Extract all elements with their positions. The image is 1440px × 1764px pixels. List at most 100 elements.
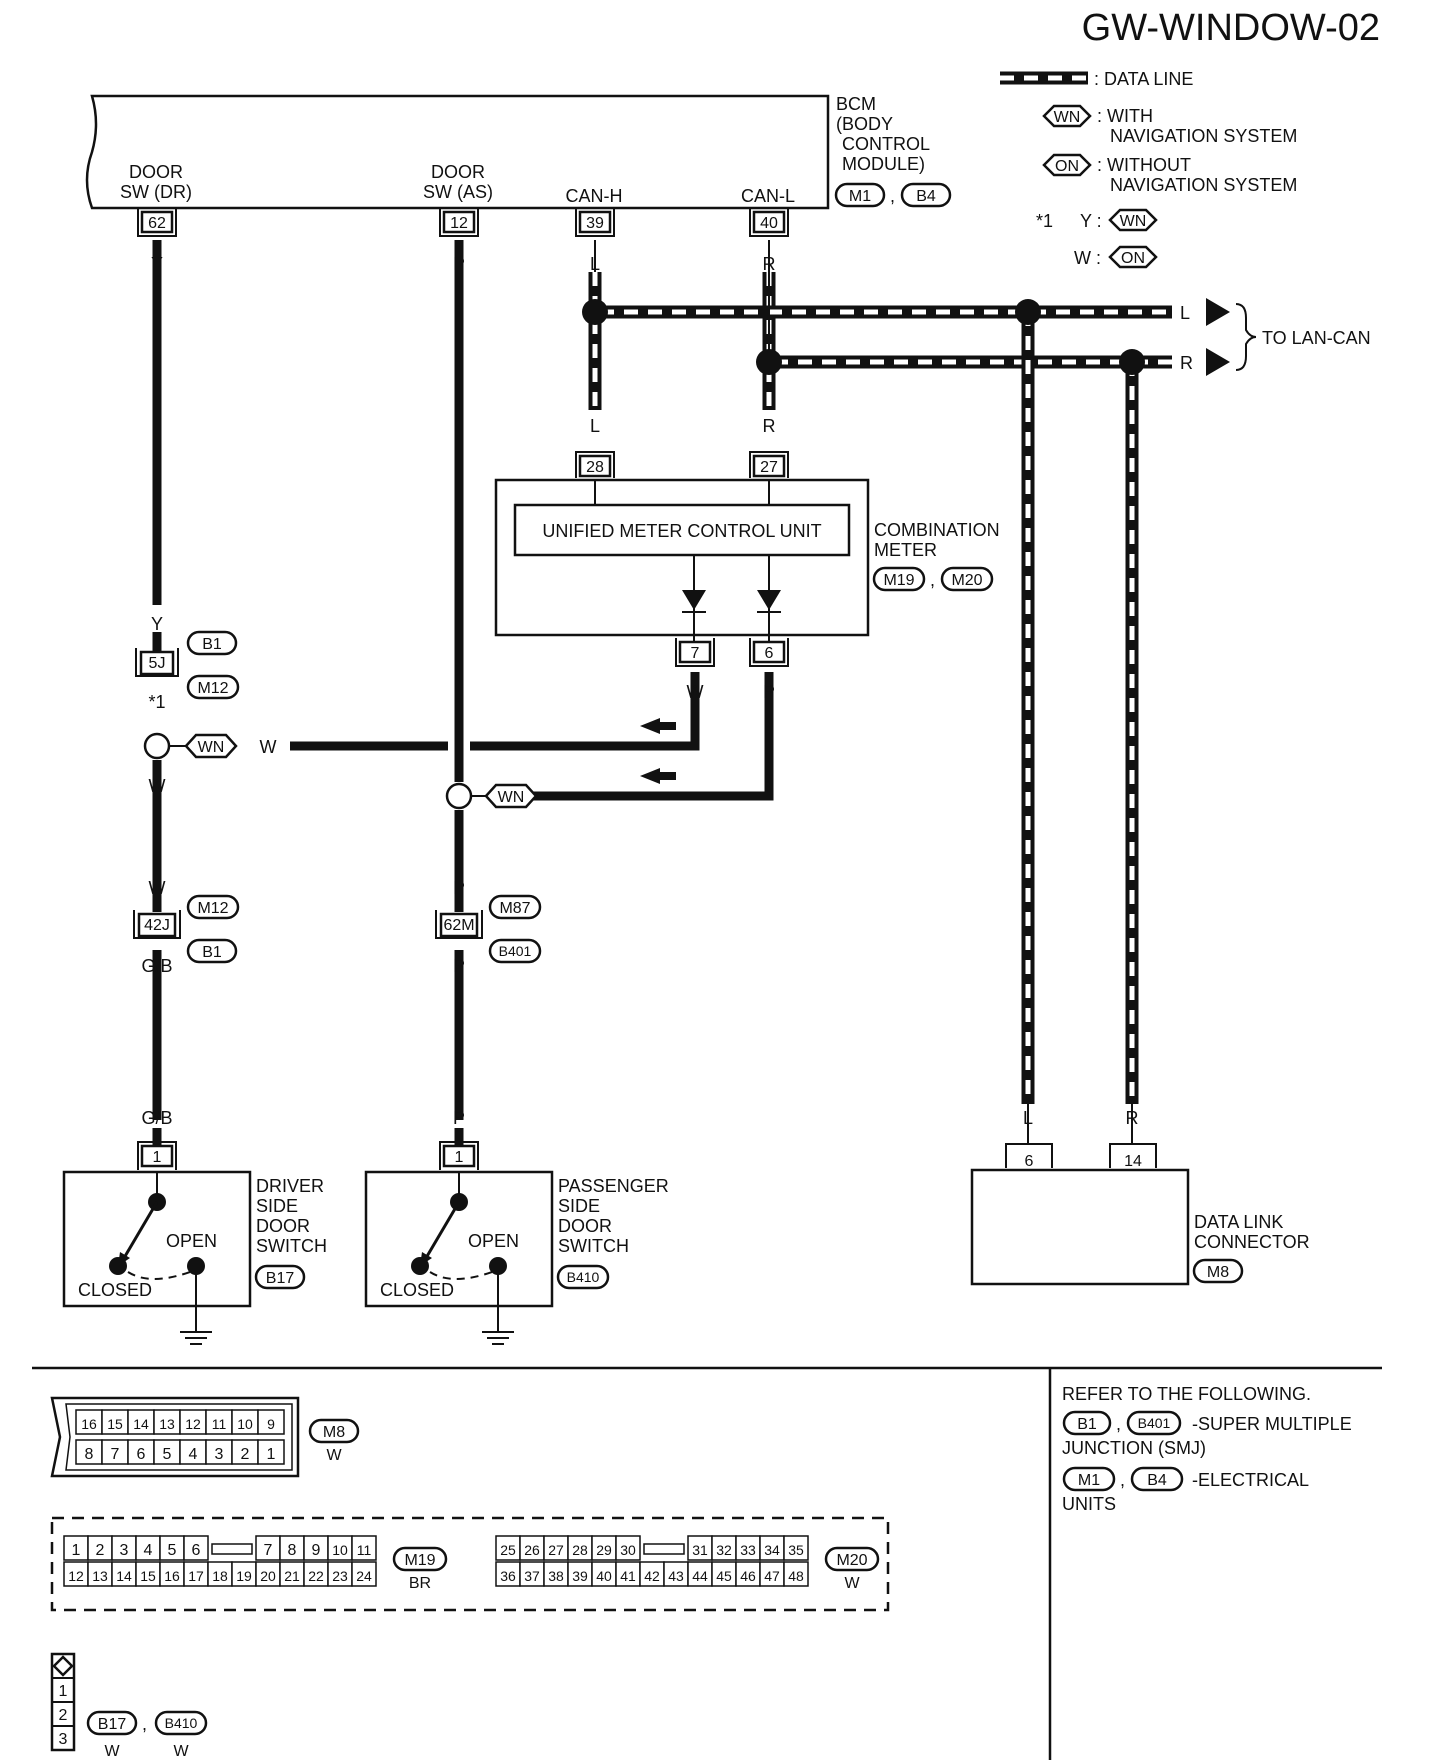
pin-cell bbox=[759, 1561, 785, 1587]
diagram-title: GW-WINDOW-02 bbox=[1082, 7, 1380, 49]
svg-text:SIDE: SIDE bbox=[558, 1196, 600, 1216]
svg-text:M8: M8 bbox=[323, 1424, 345, 1441]
pin-cell bbox=[159, 1561, 185, 1587]
pin-number: 8 bbox=[288, 1542, 297, 1559]
pin-label-can-h: CAN-H bbox=[566, 186, 623, 206]
pin-number: 6 bbox=[137, 1446, 146, 1463]
legend-on-tag: ON bbox=[1042, 153, 1092, 177]
svg-text:BR: BR bbox=[409, 1575, 431, 1592]
bcm-label-4: MODULE) bbox=[842, 154, 925, 174]
pin-number: 4 bbox=[189, 1446, 198, 1463]
pin-cell bbox=[183, 1561, 209, 1587]
svg-text:,: , bbox=[1116, 1414, 1121, 1434]
wire-label-p-bottom: P bbox=[453, 1108, 465, 1128]
svg-text:,: , bbox=[142, 1714, 147, 1734]
meter-name-1: COMBINATION bbox=[874, 520, 1000, 540]
data-link-m8-tag: M8 bbox=[1192, 1258, 1244, 1284]
junction-b1-tag-2: B1 bbox=[186, 938, 238, 964]
pin-number: 5 bbox=[163, 1446, 172, 1463]
pin-number: 11 bbox=[357, 1542, 372, 1558]
svg-text:28: 28 bbox=[586, 459, 604, 476]
pin-number: 1 bbox=[267, 1446, 276, 1463]
pin-number: 21 bbox=[284, 1568, 300, 1584]
svg-text:62: 62 bbox=[148, 215, 166, 232]
pin-cell bbox=[135, 1535, 161, 1561]
svg-text:M19: M19 bbox=[883, 572, 914, 589]
legend-wn-tag: WN bbox=[1042, 104, 1092, 128]
connector-face-switch: B17 , B410 W W 123 bbox=[50, 1652, 208, 1760]
pin-cell bbox=[519, 1535, 545, 1561]
pin-cell bbox=[231, 1439, 259, 1465]
legend-data-line-label: : DATA LINE bbox=[1094, 69, 1193, 89]
wire-label-y-5j: Y bbox=[151, 614, 163, 634]
pin-cell bbox=[179, 1439, 207, 1465]
legend-star-w: W : bbox=[1074, 248, 1101, 268]
svg-text:6: 6 bbox=[765, 645, 774, 662]
legend-on-line2: NAVIGATION SYSTEM bbox=[1110, 175, 1297, 195]
pin-number: 15 bbox=[140, 1568, 156, 1584]
svg-text:M1: M1 bbox=[849, 188, 871, 205]
pin-number: 27 bbox=[548, 1542, 564, 1558]
svg-text:M20: M20 bbox=[836, 1552, 867, 1569]
wire-label-w-wn: W bbox=[260, 737, 277, 757]
pin-number: 20 bbox=[260, 1568, 276, 1584]
svg-text:B17: B17 bbox=[98, 1716, 127, 1733]
svg-text:M12: M12 bbox=[197, 680, 228, 697]
svg-text:B401: B401 bbox=[499, 943, 532, 959]
junction-42j: 42J bbox=[133, 910, 181, 939]
svg-text:JUNCTION (SMJ): JUNCTION (SMJ) bbox=[1062, 1438, 1206, 1458]
pin-number: 38 bbox=[548, 1568, 564, 1584]
bcm-pin-12: 12 bbox=[439, 208, 479, 237]
wire-label-l-meter: L bbox=[590, 416, 600, 436]
pin-number: 19 bbox=[236, 1568, 252, 1584]
junction-5j: 5J bbox=[135, 648, 179, 677]
pin-cell bbox=[153, 1409, 181, 1435]
wire-label-gb: G/B bbox=[141, 956, 172, 976]
bcm-label-3: CONTROL bbox=[842, 134, 930, 154]
svg-text:M12: M12 bbox=[197, 900, 228, 917]
data-link-connector: L R 6 14 DATA LINK CONNECTOR M8 bbox=[970, 1104, 1310, 1286]
pin-number: 2 bbox=[59, 1707, 68, 1724]
passenger-switch-b410-tag: B410 bbox=[556, 1264, 610, 1290]
driver-door-switch: 1 OPEN CLOSED DRIVER SIDE DOOR SWITCH B1… bbox=[62, 1128, 327, 1345]
pin-number: 6 bbox=[192, 1542, 201, 1559]
pin-label-door-dr-1: DOOR bbox=[129, 162, 183, 182]
svg-text:WN: WN bbox=[498, 789, 525, 806]
pin-number: 28 bbox=[572, 1542, 588, 1558]
pin-number: 10 bbox=[237, 1416, 253, 1432]
pin-number: 33 bbox=[740, 1542, 756, 1558]
connector-key bbox=[643, 1543, 685, 1555]
legend-on-line1: : WITHOUT bbox=[1097, 155, 1191, 175]
pin-cell bbox=[351, 1561, 377, 1587]
meter-name-2: METER bbox=[874, 540, 937, 560]
pin-number: 13 bbox=[159, 1416, 175, 1432]
svg-text:39: 39 bbox=[586, 215, 604, 232]
svg-text:27: 27 bbox=[760, 459, 778, 476]
pin-cell bbox=[179, 1409, 207, 1435]
svg-text:B17: B17 bbox=[266, 1270, 295, 1287]
bcm-pin-39: 39 bbox=[575, 208, 615, 237]
meter-unit-label: UNIFIED METER CONTROL UNIT bbox=[542, 521, 821, 541]
pin-number: 25 bbox=[500, 1542, 516, 1558]
pin-cell bbox=[111, 1561, 137, 1587]
pin-number: 36 bbox=[500, 1568, 516, 1584]
svg-text:UNITS: UNITS bbox=[1062, 1494, 1116, 1514]
switch-closed-label: CLOSED bbox=[78, 1280, 152, 1300]
wn-tag-driver: WN bbox=[184, 733, 238, 759]
b17-tag: B17 bbox=[86, 1710, 138, 1736]
wire-label-r-meter: R bbox=[763, 416, 776, 436]
svg-text:DRIVER: DRIVER bbox=[256, 1176, 324, 1196]
wn-splice-passenger bbox=[445, 782, 473, 810]
pin-cell bbox=[327, 1535, 353, 1561]
junction-b1-tag: B1 bbox=[186, 630, 238, 656]
svg-text:WN: WN bbox=[198, 739, 225, 756]
pin-number: 17 bbox=[188, 1568, 204, 1584]
pin-number: 44 bbox=[692, 1568, 708, 1584]
pin-cell bbox=[75, 1439, 103, 1465]
solid-wires bbox=[152, 240, 774, 1120]
pin-cell bbox=[231, 1409, 259, 1435]
svg-text:-ELECTRICAL: -ELECTRICAL bbox=[1192, 1470, 1309, 1490]
pin-number: 24 bbox=[356, 1568, 372, 1584]
switch-closed-label: CLOSED bbox=[380, 1280, 454, 1300]
pin-label-door-as-1: DOOR bbox=[431, 162, 485, 182]
